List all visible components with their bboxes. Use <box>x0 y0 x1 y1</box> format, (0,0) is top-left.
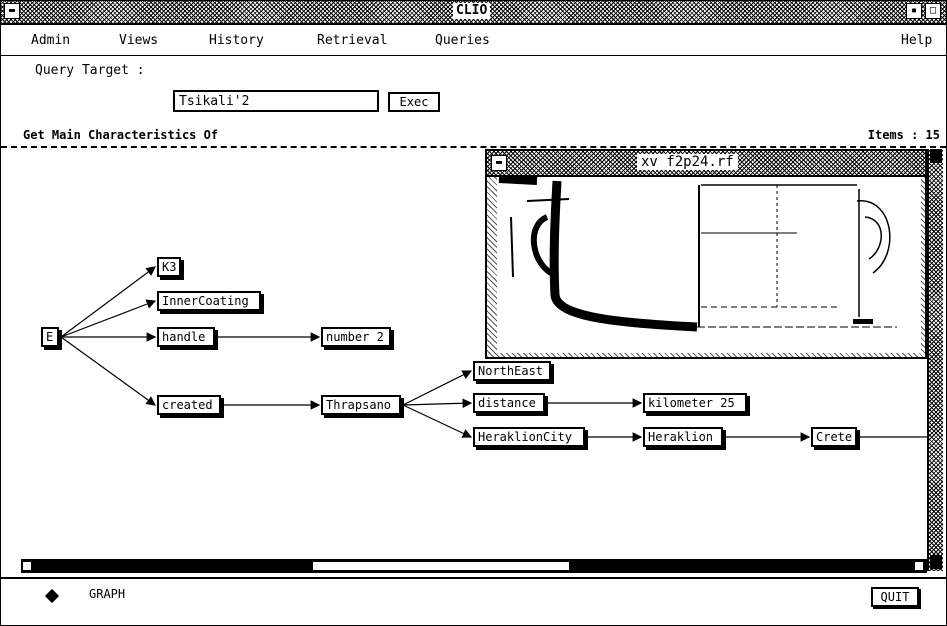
edge-thrapsano-heraklioncity <box>402 404 473 438</box>
menu-history[interactable]: History <box>209 33 264 48</box>
image-viewer-title: xv f2p24.rf <box>637 154 738 170</box>
query-description: Get Main Characteristics Of <box>23 128 219 142</box>
vessel-drawing-image <box>497 175 921 353</box>
minimize-icon[interactable]: ▪ <box>906 3 922 19</box>
window-menu-icon[interactable]: ▬ <box>4 3 20 19</box>
query-target-input[interactable]: Tsikali'2 <box>173 90 379 112</box>
viewer-menu-icon[interactable]: ▬ <box>491 155 507 171</box>
menu-retrieval[interactable]: Retrieval <box>317 33 388 48</box>
edge-thrapsano-northeast <box>402 370 473 406</box>
query-target-label: Query Target : <box>35 63 145 78</box>
menu-queries[interactable]: Queries <box>435 33 490 48</box>
status-bar: Get Main Characteristics Of Items : 15 <box>1 124 946 148</box>
graph-node-heraklioncity[interactable]: HeraklionCity <box>473 427 585 447</box>
menu-help[interactable]: Help <box>901 33 933 48</box>
graph-canvas[interactable]: E K3 InnerCoating handle number 2 create… <box>21 149 927 559</box>
maximize-icon[interactable]: □ <box>925 3 941 19</box>
graph-node-kilometer25[interactable]: kilometer 25 <box>643 393 747 413</box>
scroll-right-icon[interactable] <box>915 562 923 570</box>
quit-button[interactable]: QUIT <box>871 587 919 607</box>
graph-node-crete[interactable]: Crete <box>811 427 857 447</box>
horizontal-scrollbar[interactable] <box>21 559 927 573</box>
graph-node-thrapsano[interactable]: Thrapsano <box>321 395 401 415</box>
graph-node-heraklion[interactable]: Heraklion <box>643 427 723 447</box>
bottom-bar: GRAPH QUIT <box>1 577 946 619</box>
menu-bar: Admin Views History Retrieval Queries He… <box>1 25 946 56</box>
graph-node-distance[interactable]: distance <box>473 393 545 413</box>
title-bar[interactable]: ▬ CLIO ▪ □ <box>1 1 946 25</box>
diamond-icon[interactable] <box>44 588 60 604</box>
edge-thrapsano-distance <box>402 398 473 409</box>
graph-edges <box>60 266 927 442</box>
graph-node-innercoating[interactable]: InnerCoating <box>157 291 261 311</box>
menu-views[interactable]: Views <box>119 33 159 48</box>
view-mode-label: GRAPH <box>89 587 126 601</box>
vertical-scrollbar[interactable] <box>927 149 943 571</box>
graph-node-northeast[interactable]: NorthEast <box>473 361 551 381</box>
exec-button[interactable]: Exec <box>388 92 440 112</box>
edge-root-innercoating <box>60 299 157 338</box>
scroll-down-icon[interactable] <box>930 555 942 569</box>
graph-node-number2[interactable]: number 2 <box>321 327 391 347</box>
image-viewer-window[interactable]: ▬ xv f2p24.rf <box>485 149 927 359</box>
edge-root-k3 <box>60 266 156 338</box>
edge-root-created <box>60 336 156 406</box>
horizontal-scroll-thumb[interactable] <box>313 562 569 570</box>
scroll-left-icon[interactable] <box>23 562 31 570</box>
graph-node-k3[interactable]: K3 <box>157 257 181 277</box>
menu-admin[interactable]: Admin <box>31 33 71 48</box>
query-bar: Query Target : Tsikali'2 Exec <box>1 56 946 124</box>
items-count: Items : 15 <box>867 128 940 142</box>
graph-node-created[interactable]: created <box>157 395 221 415</box>
scroll-up-icon[interactable] <box>930 149 942 163</box>
image-viewer-title-bar[interactable]: ▬ xv f2p24.rf <box>487 151 925 177</box>
graph-node-root[interactable]: E <box>41 327 59 347</box>
window-title: CLIO <box>453 3 491 19</box>
graph-node-handle[interactable]: handle <box>157 327 215 347</box>
